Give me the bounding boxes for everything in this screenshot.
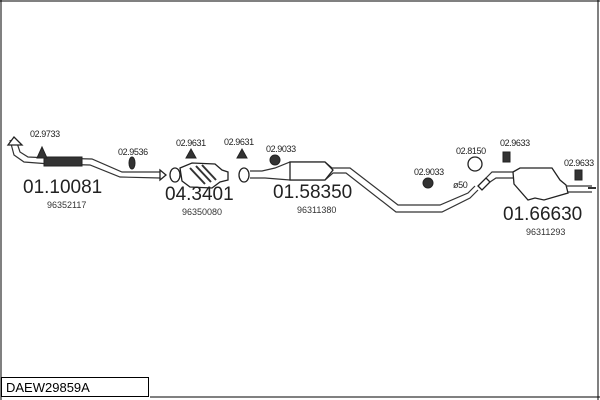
diameter-label: ø50 <box>453 180 468 190</box>
middle-pipe <box>238 161 491 213</box>
accessory-label: 02.9033 <box>414 167 444 177</box>
accessory-label: 02.9033 <box>266 144 296 154</box>
accessory-label: 02.9536 <box>118 147 148 157</box>
diagram-code: DAEW29859A <box>1 377 149 397</box>
oem-number: 96311380 <box>297 205 336 215</box>
oem-number: 96311293 <box>526 227 565 237</box>
accessory-label: 02.9633 <box>564 158 594 168</box>
oem-number: 96350080 <box>182 207 222 217</box>
accessory-label: 02.8150 <box>456 146 486 156</box>
accessory-label: 02.9631 <box>176 138 206 148</box>
rear-silencer <box>485 167 596 201</box>
part-number: 01.66630 <box>503 204 582 225</box>
accessory-icons <box>36 145 583 189</box>
part-number: 01.58350 <box>273 182 352 203</box>
part-number: 04.3401 <box>165 184 234 205</box>
accessory-label: 02.9733 <box>30 129 60 139</box>
front-pipe <box>6 136 168 182</box>
oem-number: 96352117 <box>47 200 86 210</box>
part-number: 01.10081 <box>23 177 102 198</box>
accessory-label: 02.9631 <box>224 137 254 147</box>
accessory-label: 02.9633 <box>500 138 530 148</box>
catalytic-converter <box>169 162 229 189</box>
